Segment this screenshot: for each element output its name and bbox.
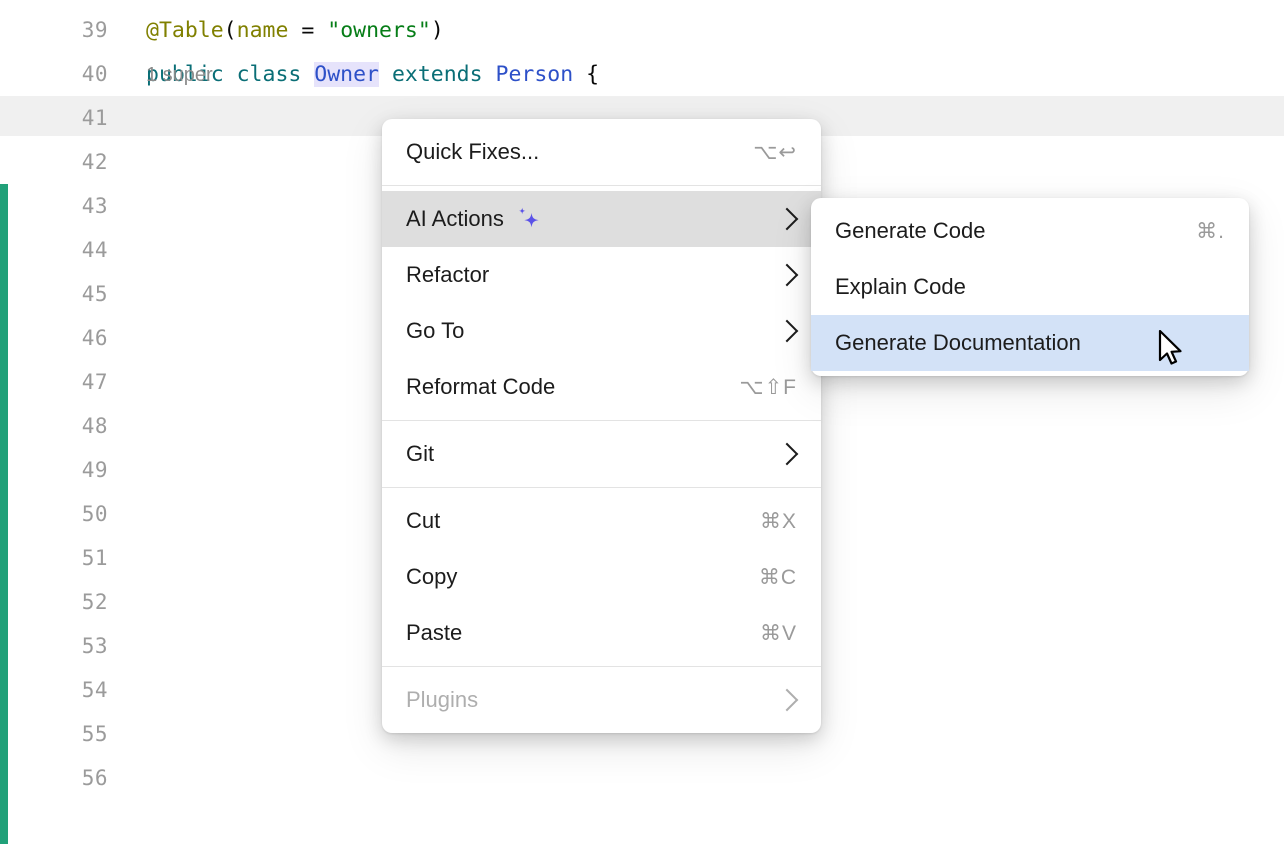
code-line[interactable]: 42	[0, 140, 1284, 184]
menu-item-label: Generate Documentation	[835, 330, 1081, 355]
menu-item-plugins: Plugins	[382, 672, 821, 728]
code-line[interactable]: 46	[0, 316, 1284, 360]
menu-item-label: AI Actions	[406, 206, 504, 231]
code-line[interactable]: 54	[0, 668, 1284, 712]
menu-item-shortcut: ⌘V	[759, 621, 797, 645]
line-number[interactable]: 53	[81, 634, 108, 658]
line-number[interactable]: 44	[81, 238, 108, 262]
menu-item-label: Go To	[406, 318, 465, 343]
line-number[interactable]: 55	[81, 722, 108, 746]
menu-item-label: Paste	[406, 620, 463, 645]
line-number[interactable]: 50	[81, 502, 108, 526]
code-line[interactable]: 51	[0, 536, 1284, 580]
menu-item-generate-documentation[interactable]: Generate Documentation	[811, 315, 1249, 371]
code-line[interactable]: 44	[0, 228, 1284, 272]
menu-separator	[382, 666, 821, 667]
chevron-right-icon	[775, 442, 799, 466]
line-number[interactable]: 43	[81, 194, 108, 218]
chevron-right-icon	[775, 263, 799, 287]
code-line[interactable]: 53	[0, 624, 1284, 668]
code-line[interactable]: 40 public class Owner extends Person {	[0, 52, 1284, 96]
code-token: @Table	[146, 17, 224, 43]
code-token: =	[288, 17, 328, 43]
code-token: extends	[379, 61, 496, 87]
inlay-hint-super[interactable]: 1 super	[146, 64, 213, 86]
menu-item-shortcut: ⌘C	[758, 565, 797, 589]
chevron-right-icon	[775, 319, 799, 343]
menu-item-shortcut: ⌘.	[1196, 219, 1225, 243]
menu-item-paste[interactable]: Paste ⌘V	[382, 605, 821, 661]
ai-sparkle-icon	[516, 206, 542, 232]
code-token: )	[430, 17, 444, 43]
code-line[interactable]: 50	[0, 492, 1284, 536]
code-token: public class	[146, 61, 315, 87]
menu-item-label: Cut	[406, 508, 441, 533]
line-number[interactable]: 46	[81, 326, 108, 350]
menu-item-shortcut: ⌥↩	[753, 140, 797, 164]
menu-item-label: Explain Code	[835, 274, 966, 299]
menu-item-shortcut: ⌥⇧F	[739, 375, 797, 399]
menu-item-cut[interactable]: Cut ⌘X	[382, 493, 821, 549]
code-text[interactable]: public class Owner extends Person {	[146, 61, 600, 87]
menu-item-label: Plugins	[406, 687, 479, 712]
line-number[interactable]: 39	[81, 18, 108, 42]
vcs-change-marker[interactable]	[0, 184, 8, 844]
line-number[interactable]: 48	[81, 414, 108, 438]
code-token: name	[236, 17, 289, 43]
menu-item-ai-actions[interactable]: AI Actions	[382, 191, 821, 247]
menu-item-copy[interactable]: Copy ⌘C	[382, 549, 821, 605]
line-number[interactable]: 51	[81, 546, 108, 570]
chevron-right-icon	[775, 688, 799, 712]
code-line[interactable]: 43	[0, 184, 1284, 228]
menu-item-shortcut: ⌘X	[759, 509, 797, 533]
code-line[interactable]: 47	[0, 360, 1284, 404]
code-token: (	[223, 17, 237, 43]
menu-item-explain-code[interactable]: Explain Code	[811, 259, 1249, 315]
code-line[interactable]: 39 @Table(name = "owners")	[0, 8, 1284, 52]
line-number[interactable]: 49	[81, 458, 108, 482]
code-token: Owner	[314, 61, 380, 87]
line-number[interactable]: 45	[81, 282, 108, 306]
line-number[interactable]: 56	[81, 766, 108, 790]
code-line[interactable]: 48	[0, 404, 1284, 448]
line-number[interactable]: 47	[81, 370, 108, 394]
menu-separator	[382, 487, 821, 488]
menu-item-label: Refactor	[406, 262, 490, 287]
code-token: Person	[495, 61, 574, 87]
menu-separator	[382, 420, 821, 421]
code-line[interactable]: 52	[0, 580, 1284, 624]
menu-item-generate-code[interactable]: Generate Code ⌘.	[811, 203, 1249, 259]
line-number[interactable]: 54	[81, 678, 108, 702]
menu-item-go-to[interactable]: Go To	[382, 303, 821, 359]
line-number[interactable]: 41	[81, 106, 108, 130]
code-line[interactable]: 49	[0, 448, 1284, 492]
menu-item-git[interactable]: Git	[382, 426, 821, 482]
code-line[interactable]: 45	[0, 272, 1284, 316]
menu-separator	[382, 185, 821, 186]
line-number[interactable]: 42	[81, 150, 108, 174]
chevron-right-icon	[775, 207, 799, 231]
menu-item-quick-fixes[interactable]: Quick Fixes... ⌥↩	[382, 124, 821, 180]
menu-item-label: Reformat Code	[406, 374, 556, 399]
line-number[interactable]: 52	[81, 590, 108, 614]
menu-item-label: Copy	[406, 564, 458, 589]
code-line[interactable]: 41	[0, 96, 1284, 140]
code-token: {	[573, 61, 600, 87]
menu-item-refactor[interactable]: Refactor	[382, 247, 821, 303]
code-line[interactable]: 56	[0, 756, 1284, 800]
code-line[interactable]: 55	[0, 712, 1284, 756]
menu-item-label: Generate Code	[835, 218, 986, 243]
menu-item-reformat-code[interactable]: Reformat Code ⌥⇧F	[382, 359, 821, 415]
code-token: "owners"	[327, 17, 431, 43]
menu-item-label: Quick Fixes...	[406, 139, 540, 164]
line-number[interactable]: 40	[81, 62, 108, 86]
code-text[interactable]: @Table(name = "owners")	[146, 18, 444, 43]
menu-item-label: Git	[406, 441, 435, 466]
